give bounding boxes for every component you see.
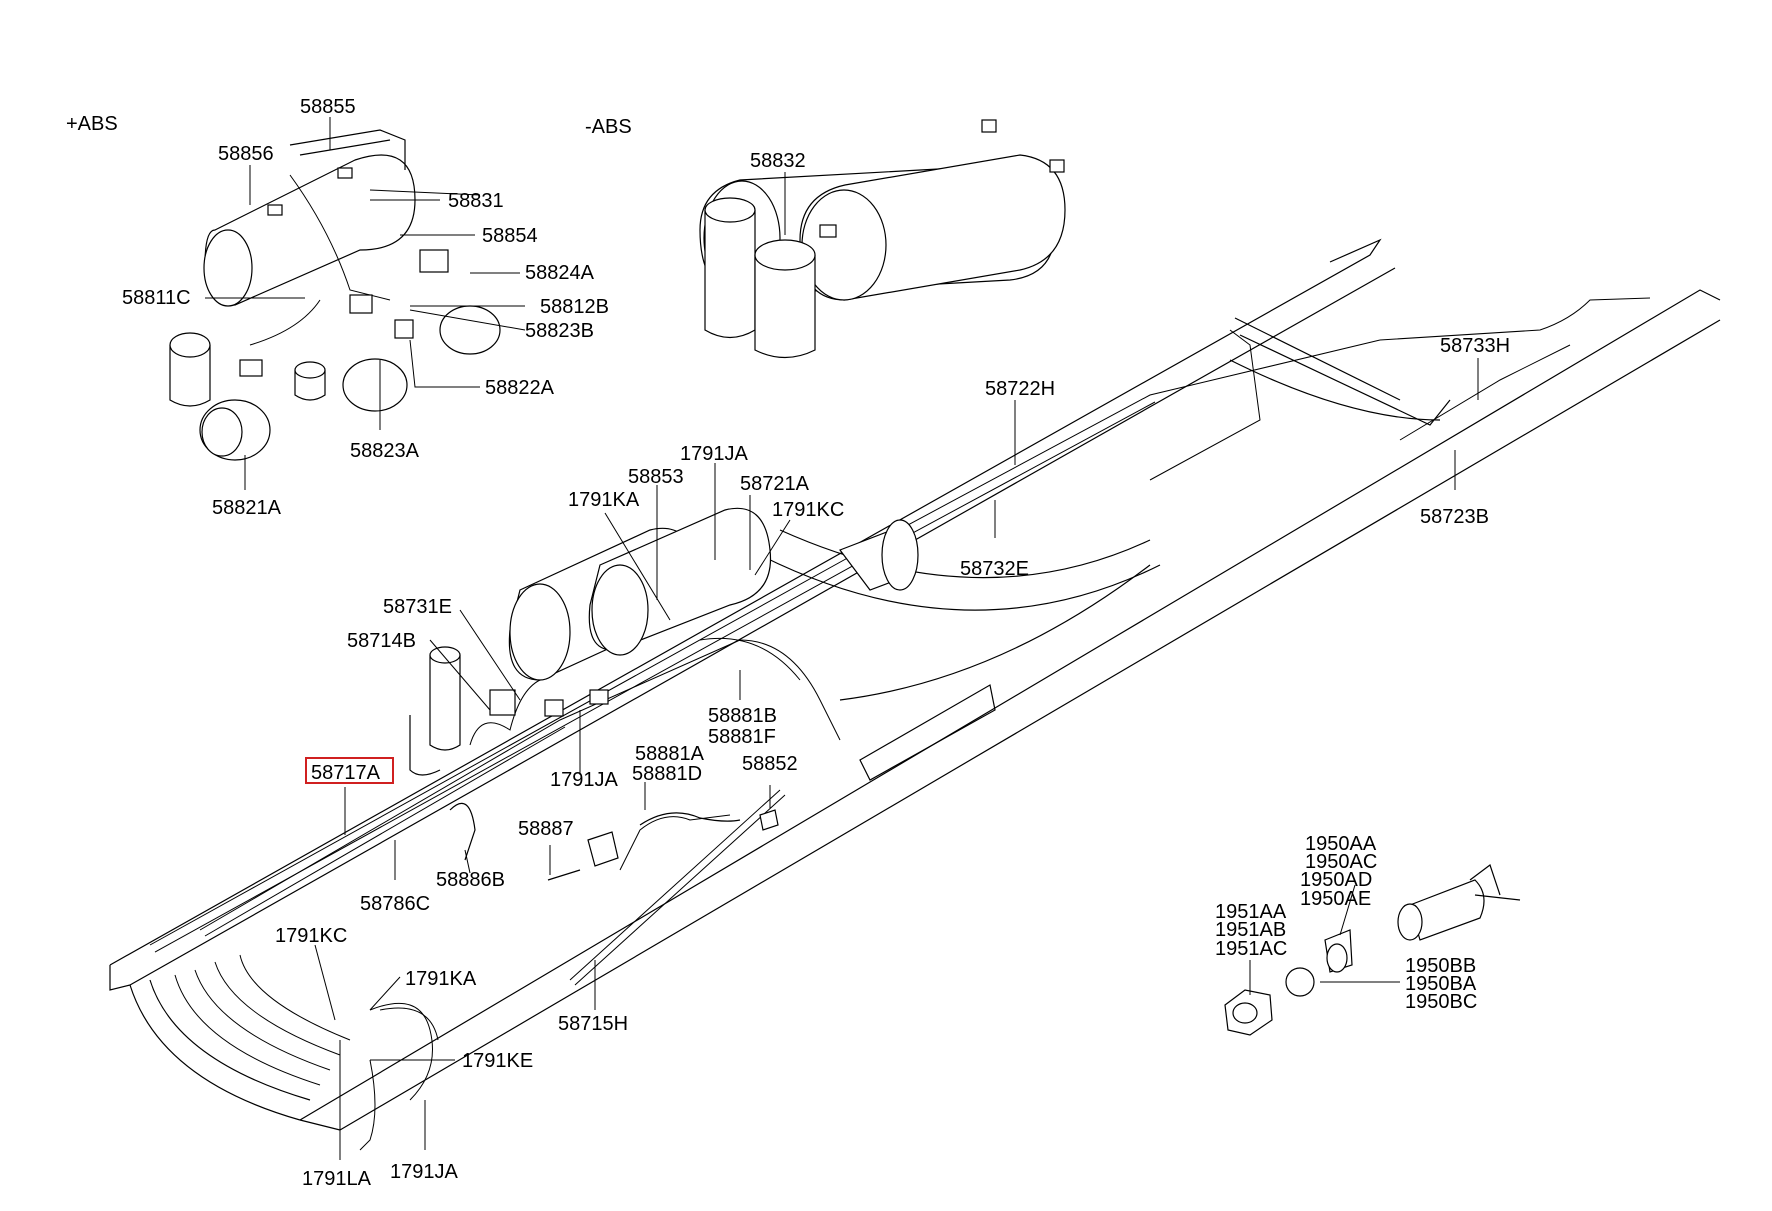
brake-lines — [149, 297, 1651, 1151]
label-58811C[interactable]: 58811C — [122, 287, 191, 309]
section-with-abs: +ABS — [66, 113, 118, 135]
label-58886B[interactable]: 58886B — [436, 869, 505, 891]
label-58881B[interactable]: 58881B — [708, 705, 777, 727]
label-58832[interactable]: 58832 — [750, 150, 806, 172]
label-58887[interactable]: 58887 — [518, 818, 574, 840]
label-58722H[interactable]: 58722H — [985, 378, 1055, 400]
label-1791KC-top[interactable]: 1791KC — [772, 499, 844, 521]
label-1791JA-top[interactable]: 1791JA — [680, 443, 748, 465]
label-1791KE[interactable]: 1791KE — [462, 1050, 533, 1072]
section-without-abs: -ABS — [585, 116, 632, 138]
label-1950BA[interactable]: 1950BA — [1405, 973, 1477, 995]
label-58823B[interactable]: 58823B — [525, 320, 594, 342]
label-58821A[interactable]: 58821A — [212, 497, 282, 519]
label-58881A[interactable]: 58881A — [635, 743, 705, 765]
label-1791KA-top[interactable]: 1791KA — [568, 489, 640, 511]
label-58822A[interactable]: 58822A — [485, 377, 555, 399]
label-58824A[interactable]: 58824A — [525, 262, 595, 284]
label-58731E[interactable]: 58731E — [383, 596, 452, 618]
label-58812B[interactable]: 58812B — [540, 296, 609, 318]
label-1950BB[interactable]: 1950BB — [1405, 955, 1476, 977]
fittings — [1224, 864, 1521, 1036]
label-1950AE[interactable]: 1950AE — [1300, 888, 1371, 910]
label-1791KC-bot[interactable]: 1791KC — [275, 925, 347, 947]
label-1951AB[interactable]: 1951AB — [1215, 919, 1286, 941]
center-tanks — [409, 507, 919, 881]
label-58881F[interactable]: 58881F — [708, 726, 776, 748]
label-58854[interactable]: 58854 — [482, 225, 538, 247]
label-1950BC[interactable]: 1950BC — [1405, 991, 1477, 1013]
label-1791LA[interactable]: 1791LA — [302, 1168, 372, 1190]
leader-lines — [205, 117, 1479, 1160]
label-1791KA-bot[interactable]: 1791KA — [405, 968, 477, 990]
label-1791JA-bot[interactable]: 1791JA — [390, 1161, 458, 1183]
abs-assembly — [169, 129, 501, 461]
label-58823A[interactable]: 58823A — [350, 440, 420, 462]
label-58856[interactable]: 58856 — [218, 143, 274, 165]
label-58715H[interactable]: 58715H — [558, 1013, 628, 1035]
label-58714B[interactable]: 58714B — [347, 630, 416, 652]
non-abs-assembly — [699, 119, 1066, 359]
label-1950AA[interactable]: 1950AA — [1305, 833, 1377, 855]
label-1951AC[interactable]: 1951AC — [1215, 938, 1287, 960]
chassis-frame — [109, 238, 1721, 1131]
part-labels: 58855 58856 58831 58854 58811C 58824A 58… — [122, 96, 1510, 1190]
label-58786C[interactable]: 58786C — [360, 893, 430, 915]
label-58881D[interactable]: 58881D — [632, 763, 702, 785]
label-58721A[interactable]: 58721A — [740, 473, 810, 495]
label-58723B[interactable]: 58723B — [1420, 506, 1489, 528]
label-58855[interactable]: 58855 — [300, 96, 356, 118]
label-58852[interactable]: 58852 — [742, 753, 798, 775]
label-58732E[interactable]: 58732E — [960, 558, 1029, 580]
label-58733H[interactable]: 58733H — [1440, 335, 1510, 357]
label-1950AC[interactable]: 1950AC — [1305, 851, 1377, 873]
label-1951AA[interactable]: 1951AA — [1215, 901, 1287, 923]
label-58717A[interactable]: 58717A — [311, 762, 381, 784]
label-58831[interactable]: 58831 — [448, 190, 504, 212]
label-1950AD[interactable]: 1950AD — [1300, 869, 1372, 891]
label-58853[interactable]: 58853 — [628, 466, 684, 488]
label-1791JA-mid[interactable]: 1791JA — [550, 769, 618, 791]
highlight-box-58717A — [305, 757, 394, 784]
